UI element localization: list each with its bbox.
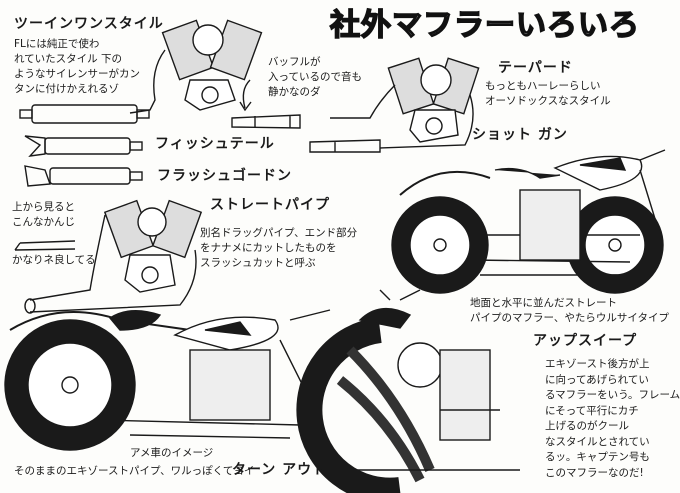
straight-pipe-description: 別名ドラッグパイプ、エンド部分 をナナメにカットしたものを スラッシュカットと呼… — [200, 226, 357, 271]
top-view-bottom-note: かなりネ良してる — [12, 254, 96, 266]
shotgun-description: 地面と水平に並んだストレート パイプのマフラー、やたらウルサイタイプ — [470, 296, 669, 326]
tapered-description: もっともハーレーらしい オーソドックスなスタイル — [485, 79, 611, 109]
engine-illustration-2 — [330, 57, 480, 149]
text-line: 別名ドラッグパイプ、エンド部分 — [200, 227, 358, 239]
text-line: こんなかんじ — [12, 216, 75, 228]
text-line: に向ってあげられてい — [545, 373, 649, 386]
muffler-fishtail — [24, 135, 143, 157]
tapered-heading: テーパード — [498, 60, 573, 76]
text-line: なスタイルとされてい — [545, 435, 650, 448]
text-line: バッフルが — [268, 56, 321, 68]
text-line: 上げるのがクール — [545, 420, 629, 432]
top-view-note: 上から見ると こんなかんじ — [12, 200, 75, 230]
text-line: スラッシュカットと呼ぶ — [200, 257, 316, 269]
baffle-note: バッフルが 入っているので音も 静かなのダ — [268, 55, 362, 100]
muffler-two-in-one — [19, 104, 150, 124]
text-line: このマフラーなのだ! — [545, 466, 644, 479]
text-line: をナナメにカットしたものを — [200, 242, 337, 254]
text-line: 上から見ると — [12, 201, 75, 213]
muffler-flash-gordon — [24, 165, 143, 187]
text-line: FLには純正で使わ — [14, 38, 100, 50]
text-line: オーソドックスなスタイル — [485, 95, 611, 107]
upsweep-heading: アップスイープ — [533, 333, 638, 349]
text-line: タンに付けかえれるゾ — [14, 83, 119, 95]
turnout-description: そのままのエキゾーストパイプ、ワルっぽくてヨイ — [14, 465, 255, 477]
text-line: 静かなのダ — [268, 86, 321, 98]
text-line: パイプのマフラー、やたらウルサイタイプ — [470, 312, 669, 324]
text-line: 入っているので音も — [268, 71, 362, 83]
upsweep-motorcycle — [296, 289, 520, 493]
text-line: エキゾースト後方が上 — [545, 358, 650, 370]
top-view-pipe — [14, 240, 76, 251]
text-line: ようなサイレンサーがカン — [14, 68, 140, 80]
turnout-note: アメ車のイメージ — [130, 447, 214, 459]
flash-gordon-heading: フラッシュゴードン — [157, 168, 292, 184]
turnout-heading: ターン アウト — [232, 462, 328, 478]
two-in-one-description: FLには純正で使わ れていたスタイル 下の ようなサイレンサーがカン タンに付け… — [14, 37, 140, 97]
arrow-down — [239, 79, 252, 112]
text-line: 地面と水平に並んだストレート — [470, 297, 617, 309]
two-in-one-heading: ツーインワンスタイル — [14, 16, 164, 32]
text-line: るマフラーをいう。フレーム — [545, 389, 680, 401]
text-line: もっともハーレーらしい — [485, 80, 601, 92]
text-line: にそって平行にカチ — [545, 404, 639, 417]
upsweep-description: エキゾースト後方が上 に向ってあげられてい るマフラーをいう。フレーム にそって… — [545, 357, 680, 481]
page-title: 社外マフラーいろいろ — [329, 7, 640, 44]
engine-illustration-1 — [129, 19, 263, 114]
shotgun-heading: ショット ガン — [472, 127, 568, 143]
muffler-tapered — [231, 114, 381, 153]
turnout-motorcycle — [4, 309, 331, 451]
straight-pipe-heading: ストレートパイプ — [210, 197, 330, 213]
text-line: れていたスタイル 下の — [14, 53, 123, 65]
engine-illustration-3 — [24, 199, 203, 314]
shotgun-motorcycle — [391, 149, 666, 294]
fishtail-heading: フィッシュテール — [155, 136, 275, 152]
text-line: るッ。キャプテン号も — [545, 451, 650, 463]
